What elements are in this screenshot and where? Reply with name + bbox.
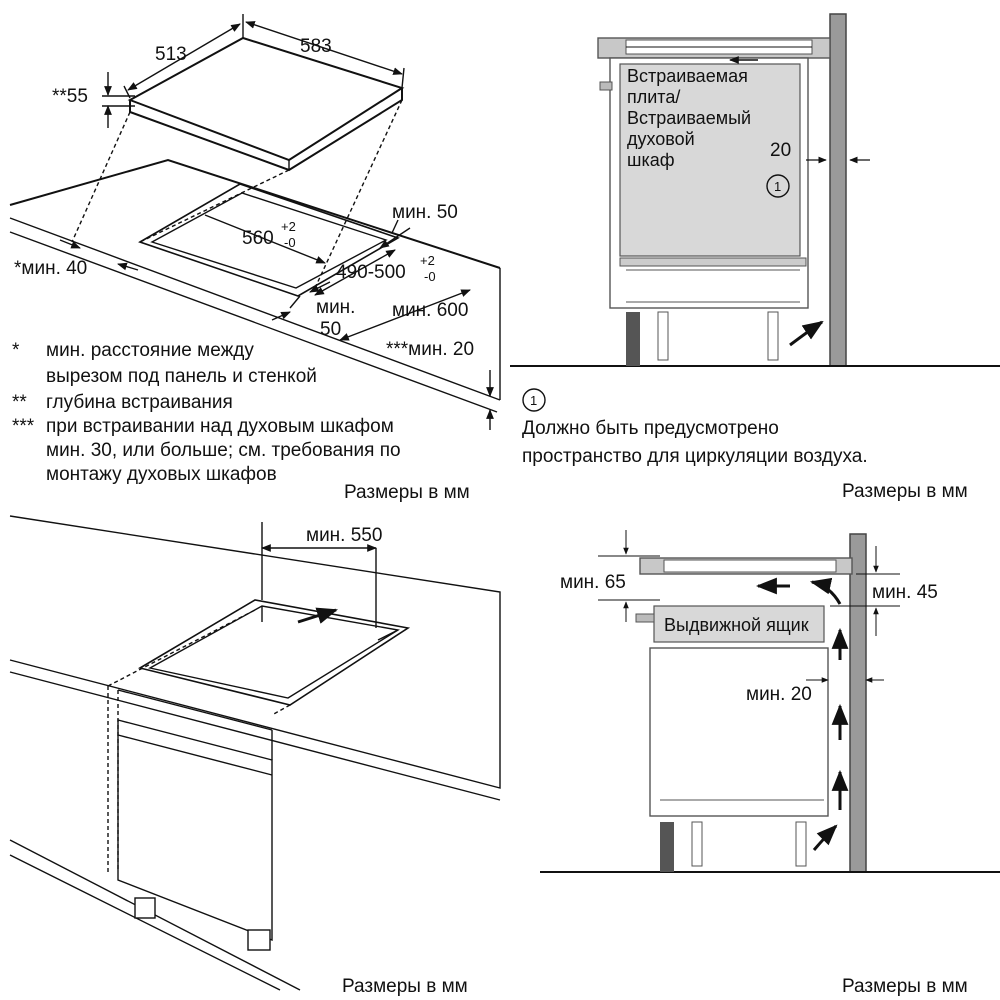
oven-label-5: шкаф	[627, 150, 675, 170]
footnote-mark-3: **	[12, 392, 27, 413]
footnote-mark-4: ***	[12, 416, 35, 437]
footnote-text-4: при встраивании над духовым шкафом	[46, 416, 394, 437]
min-40: *мин. 40	[14, 258, 87, 279]
footnote-text-5: мин. 30, или больше; см. требования по	[46, 440, 401, 461]
min-550: мин. 550	[306, 525, 382, 546]
units-caption-q4: Размеры в мм	[842, 976, 968, 997]
drawer-label: Выдвижной ящик	[664, 615, 809, 635]
oven-label-3: Встраиваемый	[627, 108, 751, 128]
cabinet-perspective	[9, 515, 501, 991]
min-20-side: мин. 20	[746, 684, 812, 705]
dim-513: 513	[155, 44, 187, 65]
footnote-text-1: мин. расстояние между	[46, 340, 254, 361]
air-note-line-2: пространство для циркуляции воздуха.	[522, 446, 868, 467]
min-50-a: мин.	[316, 297, 355, 318]
min-65: мин. 65	[560, 572, 626, 593]
oven-label-1: Встраиваемая	[627, 66, 748, 86]
min-600: мин. 600	[392, 300, 468, 321]
units-caption-q3: Размеры в мм	[342, 976, 468, 997]
oven-label-4: духовой	[627, 129, 695, 149]
min-20-oven: ***мин. 20	[386, 339, 474, 360]
hob-cutout-panel	[9, 14, 501, 430]
min-45: мин. 45	[872, 582, 938, 603]
air-note-line-1: Должно быть предусмотрено	[522, 418, 779, 439]
oven-label-2: плита/	[627, 87, 680, 107]
cutout-width-tol-up: +2	[281, 219, 296, 234]
footnote-text-6: монтажу духовых шкафов	[46, 464, 277, 485]
footnote-text-3: глубина встраивания	[46, 392, 233, 413]
cutout-width-label: 560	[242, 228, 274, 249]
cutout-depth-label: 490-500	[336, 262, 406, 283]
gap-20: 20	[770, 140, 791, 161]
cutout-depth-tol-up: +2	[420, 253, 435, 268]
min-50-top: мин. 50	[392, 202, 458, 223]
drawer-side-section	[540, 530, 1000, 873]
circle-marker: 1	[774, 179, 781, 194]
dim-583: 583	[300, 36, 332, 57]
min-50-b: 50	[320, 319, 341, 340]
footnote-text-2: вырезом под панель и стенкой	[46, 366, 317, 387]
units-caption-q2: Размеры в мм	[842, 481, 968, 502]
dim-55: **55	[52, 86, 88, 107]
oven-side-section	[510, 13, 1000, 412]
note-circle-marker: 1	[530, 393, 537, 408]
footnote-mark-1: *	[12, 340, 20, 361]
cutout-depth-tol-dn: -0	[424, 269, 436, 284]
units-caption-q1: Размеры в мм	[344, 482, 470, 503]
cutout-width-tol-dn: -0	[284, 235, 296, 250]
